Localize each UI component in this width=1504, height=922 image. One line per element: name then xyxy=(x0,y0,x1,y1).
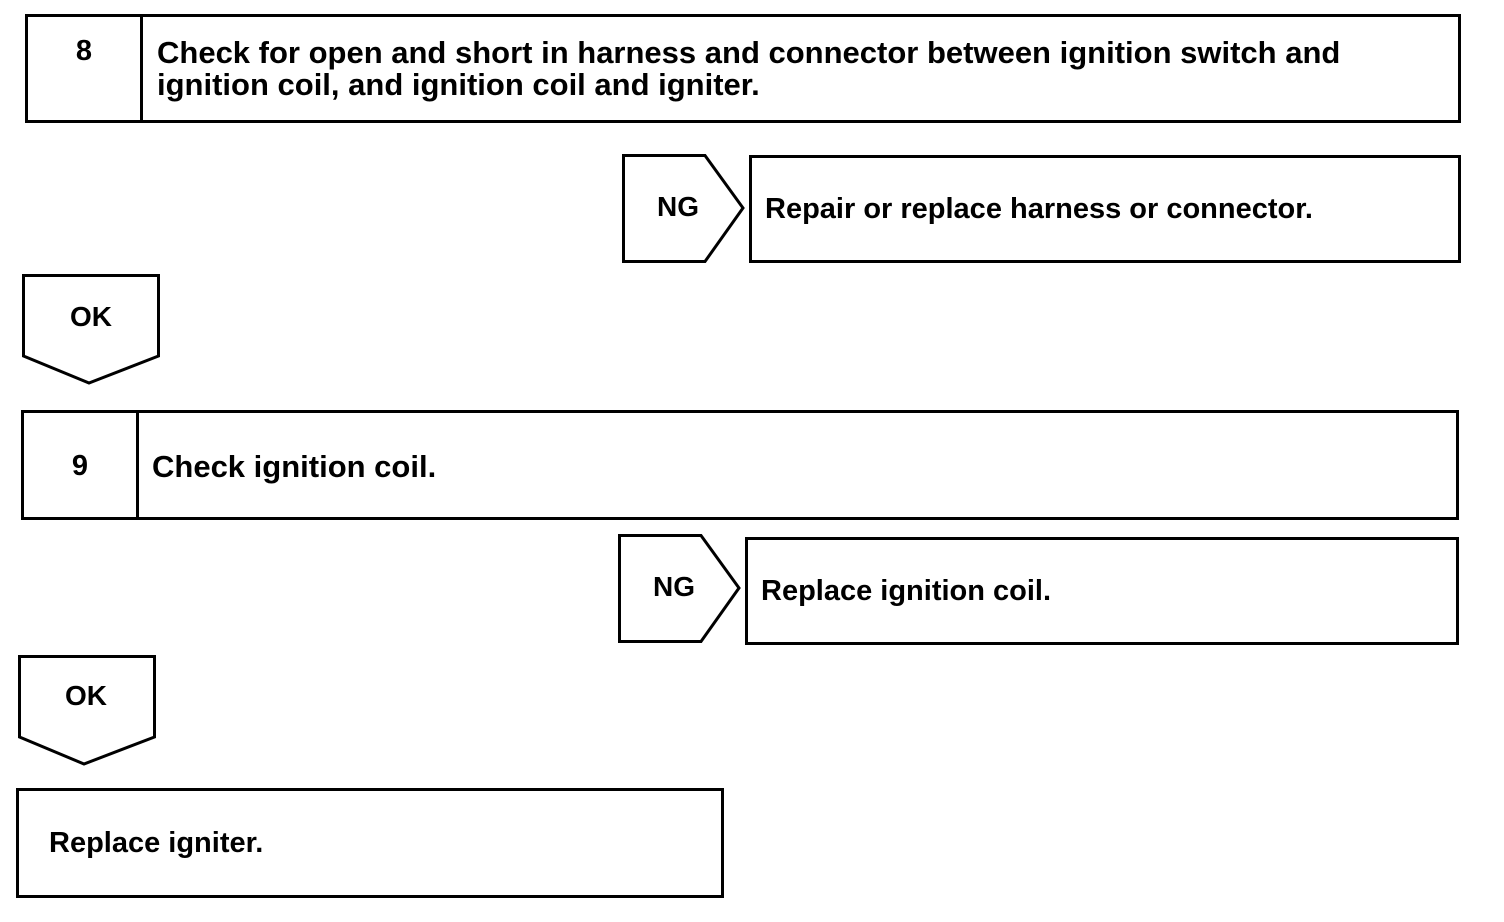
ok-label-2: OK xyxy=(65,680,107,711)
ok-arrow-shape-1 xyxy=(22,274,160,385)
ng-tag-1: NG xyxy=(622,154,746,264)
ng-label-2: NG xyxy=(653,571,695,602)
step-9-text-line-1: Check ignition coil. xyxy=(152,449,437,484)
step-8-text-line-2: ignition coil, and ignition coil and ign… xyxy=(157,67,760,102)
step-9-box: 9 Check ignition coil. xyxy=(21,410,1459,520)
ok-tag-1: OK xyxy=(22,274,162,386)
step-8-number: 8 xyxy=(28,17,143,120)
ng-action-2-text: Replace ignition coil. xyxy=(761,574,1052,607)
ok-arrow-shape-2 xyxy=(18,655,156,766)
ok-label-1: OK xyxy=(70,301,112,332)
ng-action-1-box: Repair or replace harness or connector. xyxy=(749,155,1461,263)
ng-tag-2: NG xyxy=(618,534,742,644)
step-8-box: 8 Check for open and short in harness an… xyxy=(25,14,1461,123)
ng-label-1: NG xyxy=(657,191,699,222)
ng-action-2-box: Replace ignition coil. xyxy=(745,537,1459,645)
ng-arrow-shape-1 xyxy=(622,154,745,263)
final-action-text: Replace igniter. xyxy=(49,826,264,859)
step-9-number: 9 xyxy=(24,413,139,517)
ng-arrow-shape-2 xyxy=(618,534,741,643)
step-8-text: Check for open and short in harness and … xyxy=(143,17,1458,120)
ok-tag-2: OK xyxy=(18,655,158,767)
final-action-box: Replace igniter. xyxy=(16,788,724,898)
step-8-text-line-1: Check for open and short in harness and … xyxy=(157,35,1341,70)
step-9-text: Check ignition coil. xyxy=(139,413,1456,517)
ng-action-1-text: Repair or replace harness or connector. xyxy=(765,192,1313,225)
